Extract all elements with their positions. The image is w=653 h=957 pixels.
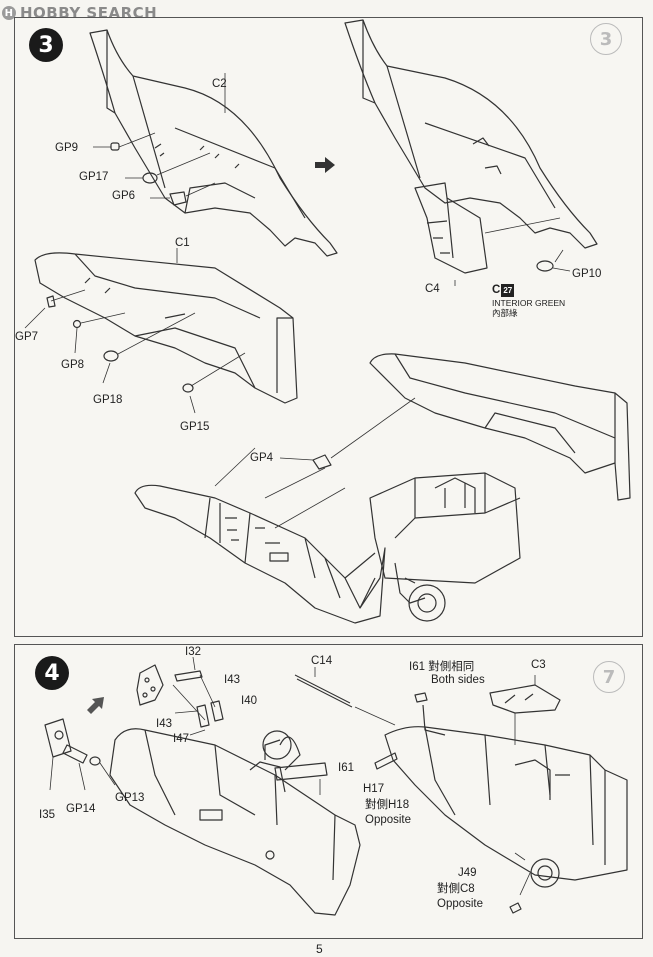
part-c1: [34, 252, 298, 404]
part-i61-bottom: [374, 752, 398, 770]
step-4-panel: 4 7: [14, 644, 643, 939]
part-i43: [174, 670, 203, 682]
label-i61-top: I61 對側相同: [409, 661, 474, 674]
label-c14: C14: [311, 655, 333, 667]
label-gp10: GP10: [572, 268, 602, 280]
step-4-number: 4: [35, 656, 69, 690]
label-i32: I32: [185, 646, 201, 658]
step-3-panel: 3 3: [14, 17, 643, 637]
label-c2: C2: [212, 78, 227, 90]
label-both-sides: Both sides: [431, 674, 485, 686]
part-i35: [44, 718, 72, 758]
direction-arrow-icon: [315, 157, 335, 173]
bleed-through-step-icon: 3: [590, 23, 622, 55]
step-4-drawing: [44, 656, 628, 916]
part-h17: [274, 762, 328, 781]
part-c3: [489, 684, 561, 714]
label-h17: H17: [363, 783, 385, 795]
label-gp14: GP14: [66, 803, 96, 815]
label-gp18: GP18: [93, 394, 123, 406]
part-i61-top: [414, 692, 428, 703]
label-i61-code: I61: [409, 661, 425, 673]
part-j49: [509, 902, 522, 914]
color-name: INTERIOR GREEN: [492, 298, 566, 308]
label-c1: C1: [175, 237, 190, 249]
right-fuselage: [384, 726, 628, 881]
label-gp7: GP7: [15, 331, 39, 343]
label-i61-bottom: I61: [338, 762, 354, 774]
label-both-cn: 對側相同: [428, 661, 475, 673]
part-c2-assembled: [344, 19, 598, 249]
part-gp9: [110, 142, 120, 151]
part-gp14: [62, 744, 88, 764]
label-gp6: GP6: [112, 190, 136, 202]
part-gp18: [103, 350, 119, 362]
landing-gear: [394, 562, 426, 604]
direction-arrow-icon: [87, 697, 104, 714]
label-h18-cn: 對側H18: [365, 799, 410, 811]
label-gp15: GP15: [180, 421, 210, 433]
label-i35: I35: [39, 809, 55, 821]
step-3-number: 3: [29, 28, 63, 62]
label-gp13: GP13: [115, 792, 145, 804]
label-gp4: GP4: [250, 452, 274, 464]
part-gp6: [169, 191, 187, 206]
part-c4: [414, 182, 488, 274]
label-i47: I47: [173, 733, 189, 745]
part-c14: [294, 674, 353, 708]
label-i43a: I43: [224, 674, 240, 686]
color-badge: 27: [501, 284, 515, 297]
part-gp15: [182, 383, 194, 393]
label-gp8: GP8: [61, 359, 85, 371]
step-3-drawing: [24, 19, 631, 624]
label-j49: J49: [458, 867, 477, 879]
bleed-through-step-icon: 7: [593, 661, 625, 693]
label-opposite-h18: Opposite: [365, 814, 412, 826]
part-gp4: [312, 454, 332, 470]
label-c3: C3: [531, 659, 546, 671]
label-c4: C4: [425, 283, 440, 295]
page-number: 5: [316, 942, 323, 956]
label-i40: I40: [241, 695, 257, 707]
label-opposite-j49: Opposite: [437, 898, 484, 910]
part-gp10: [536, 260, 554, 272]
assembled-fuselage: [134, 484, 386, 624]
part-c2: [89, 29, 338, 257]
part-i40: [196, 704, 210, 728]
part-gp13: [89, 756, 101, 766]
left-fuselage: [109, 728, 361, 916]
label-gp17: GP17: [79, 171, 109, 183]
part-i32: [136, 664, 164, 706]
part-gp17: [142, 172, 158, 184]
part-c2-lower: [369, 353, 631, 501]
part-gp8: [72, 319, 82, 329]
color-name-cn: 內部綠: [492, 308, 518, 318]
cockpit-tub: [369, 472, 521, 584]
hobby-search-logo-icon: H: [2, 6, 16, 20]
label-j49-cn: 對側C8: [437, 883, 475, 895]
label-gp9: GP9: [55, 142, 79, 154]
part-gp7: [46, 295, 56, 308]
color-code: C: [492, 284, 501, 296]
label-i43b: I43: [156, 718, 172, 730]
